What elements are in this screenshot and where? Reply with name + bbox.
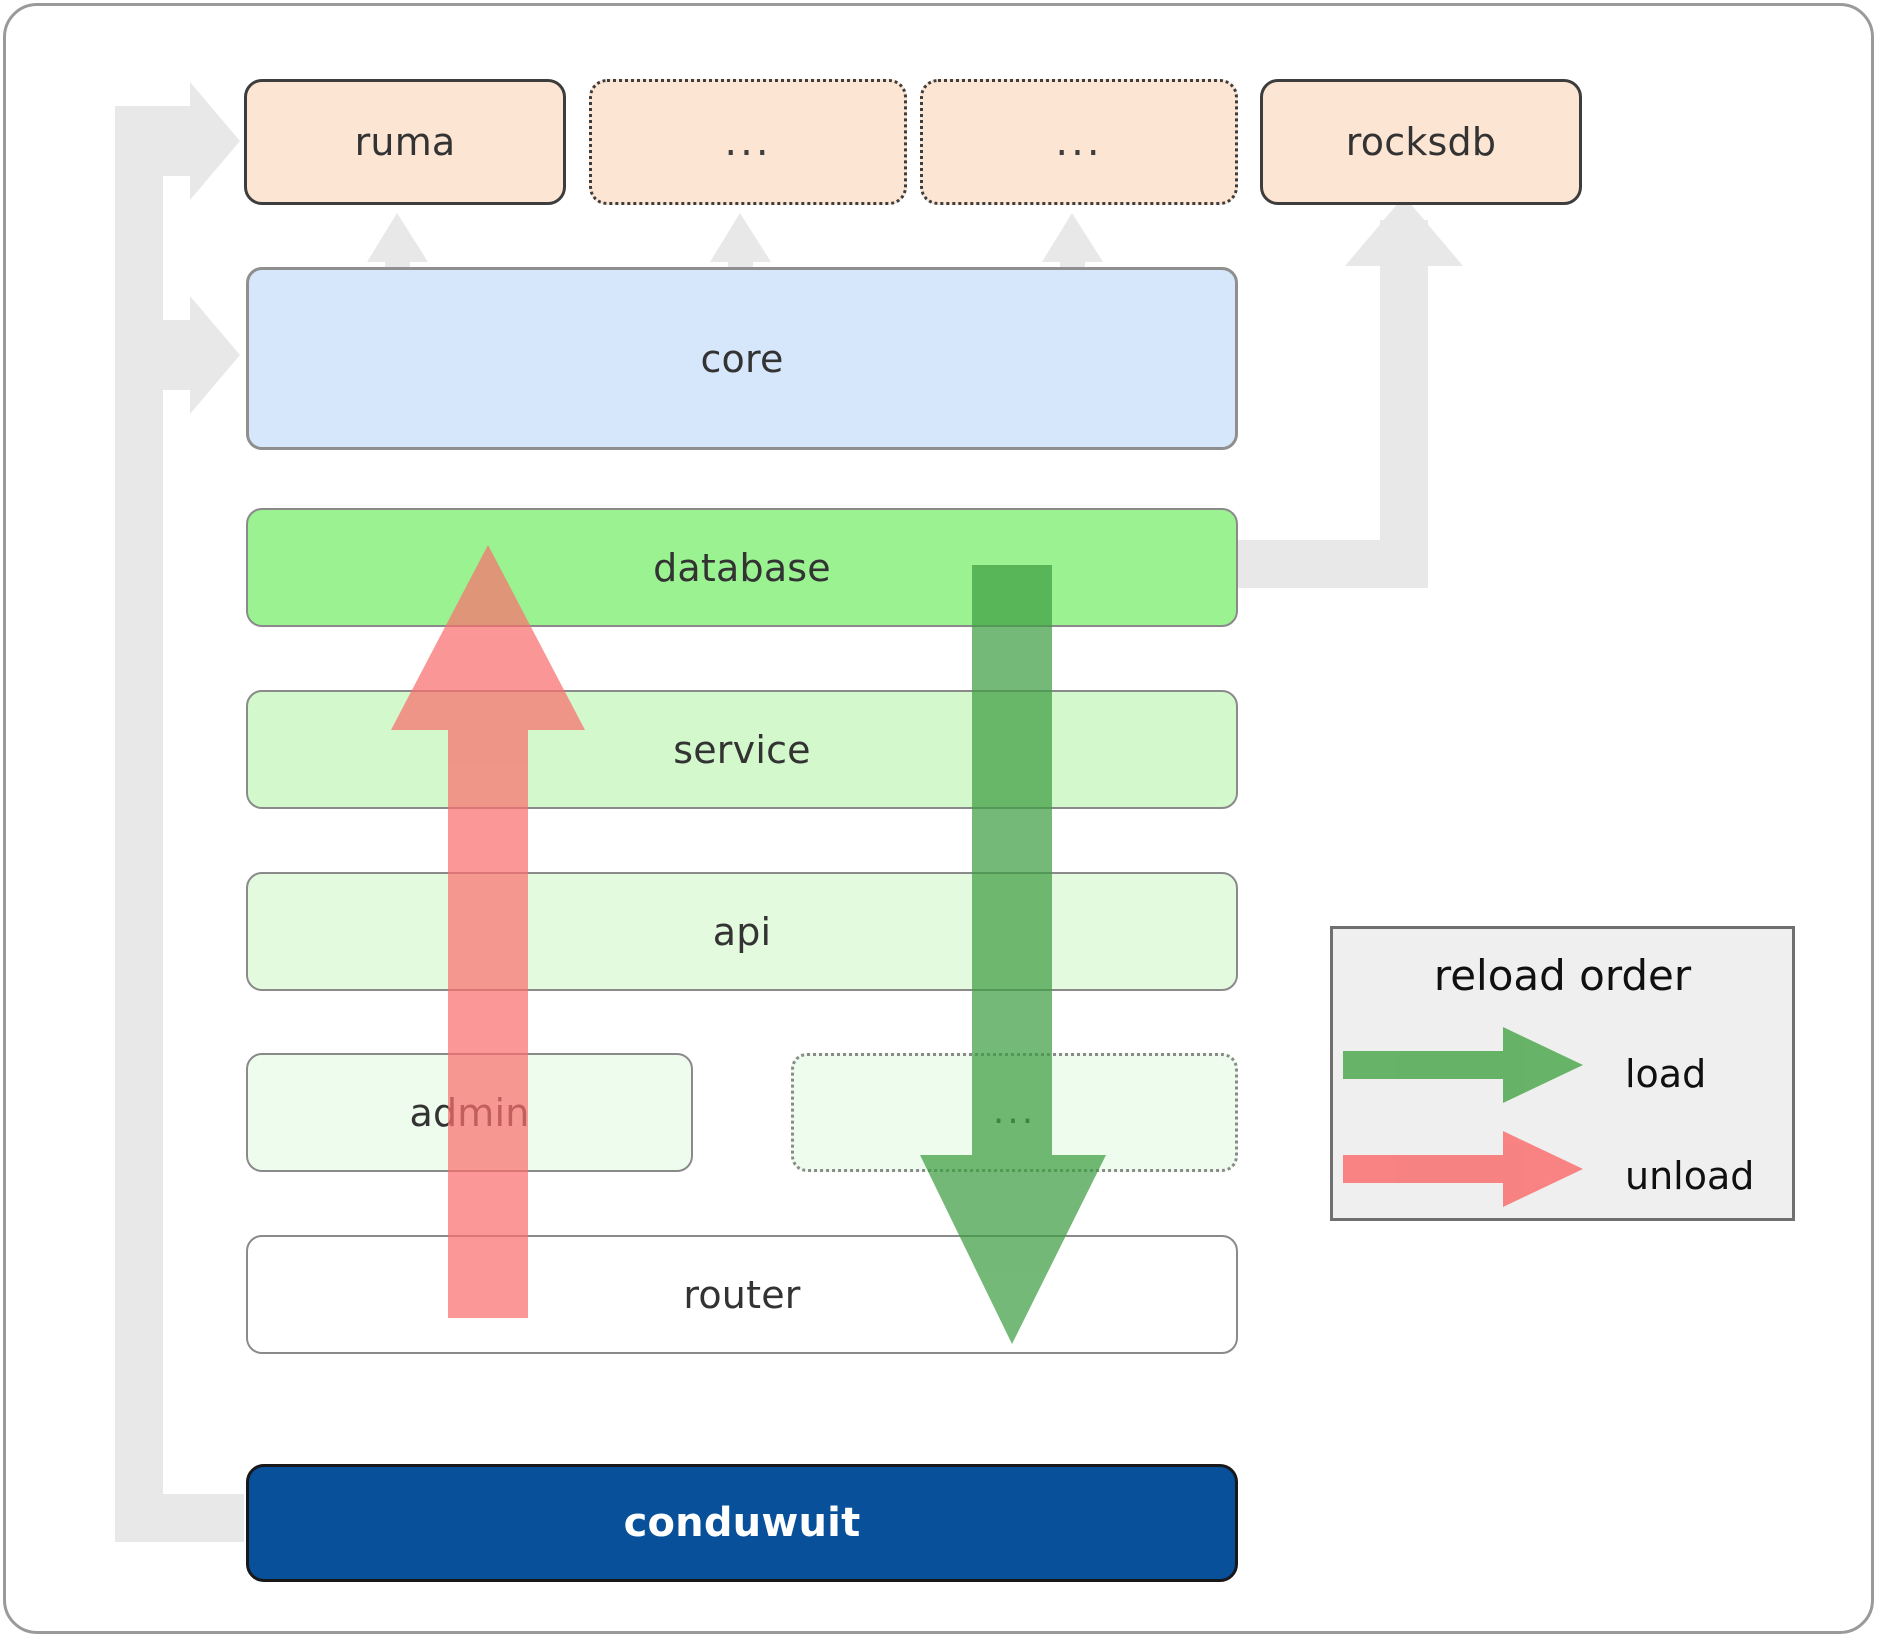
connector-db-up-stem — [1380, 220, 1428, 588]
legend-unload-arrow — [1343, 1131, 1583, 1207]
layer-box-router[interactable]: router — [246, 1235, 1238, 1354]
layer-label: router — [683, 1272, 801, 1317]
layer-label: api — [712, 909, 772, 954]
core-box[interactable]: core — [246, 267, 1238, 450]
layer-label: ... — [992, 1091, 1037, 1133]
layer-label: service — [673, 727, 811, 772]
connector-db-right — [1238, 540, 1404, 588]
connector-db-up-head — [1345, 196, 1463, 266]
layer-box-admin[interactable]: admin — [246, 1053, 693, 1172]
legend-arrows — [1343, 1027, 1583, 1207]
root-label: conduwuit — [623, 1500, 861, 1546]
dependency-label: ruma — [354, 120, 456, 164]
dependency-box-ellipsis-2[interactable]: ... — [920, 79, 1238, 205]
legend-title: reload order — [1433, 951, 1692, 1000]
legend-load-arrow — [1343, 1027, 1583, 1103]
connector-core-dep1-head — [710, 213, 771, 262]
dependency-box-ellipsis-1[interactable]: ... — [589, 79, 907, 205]
dependency-label: ... — [724, 119, 772, 165]
dependency-box-rocksdb[interactable]: rocksdb — [1260, 79, 1582, 205]
legend-label-unload: unload — [1625, 1154, 1755, 1198]
root-box-conduwuit[interactable]: conduwuit — [246, 1464, 1238, 1582]
connector-to-core — [115, 296, 240, 414]
layer-label: database — [653, 545, 831, 590]
connector-left-spine — [115, 130, 163, 1518]
layer-label: admin — [409, 1090, 530, 1135]
legend-panel: reload order load unload — [1330, 926, 1795, 1221]
connector-core-ruma-head — [367, 213, 428, 262]
dependency-label: ... — [1055, 119, 1103, 165]
dependency-box-ruma[interactable]: ruma — [244, 79, 566, 205]
layer-box-service[interactable]: service — [246, 690, 1238, 809]
connector-to-ruma — [115, 82, 240, 200]
layer-box-database[interactable]: database — [246, 508, 1238, 627]
core-label: core — [700, 336, 784, 381]
connector-core-dep2-head — [1042, 213, 1103, 262]
dependency-label: rocksdb — [1345, 120, 1497, 164]
legend-label-load: load — [1625, 1052, 1707, 1096]
connector-to-conduwuit — [115, 1494, 244, 1542]
layer-box-ellipsis[interactable]: ... — [791, 1053, 1238, 1172]
layer-box-api[interactable]: api — [246, 872, 1238, 991]
